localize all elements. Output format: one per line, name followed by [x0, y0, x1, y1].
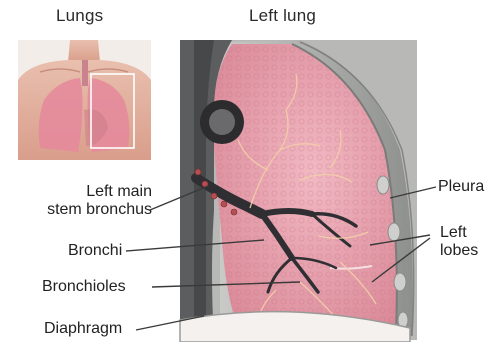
torso-thumbnail — [18, 40, 151, 160]
label-left-main-stem-bronchus: Left main stem bronchus — [28, 183, 152, 219]
label-diaphragm: Diaphragm — [44, 320, 122, 338]
label-left-lobes-line2: lobes — [440, 242, 478, 260]
label-bronchioles: Bronchioles — [42, 278, 126, 296]
label-bronchi: Bronchi — [68, 242, 122, 260]
label-left-main-stem-bronchus-line1: Left main — [28, 183, 152, 201]
left-lung-illustration — [180, 40, 417, 342]
label-pleura: Pleura — [438, 178, 484, 196]
label-left-lobes: Left lobes — [440, 224, 478, 260]
label-left-lobes-line1: Left — [440, 224, 478, 242]
label-left-main-stem-bronchus-line2: stem bronchus — [28, 201, 152, 219]
